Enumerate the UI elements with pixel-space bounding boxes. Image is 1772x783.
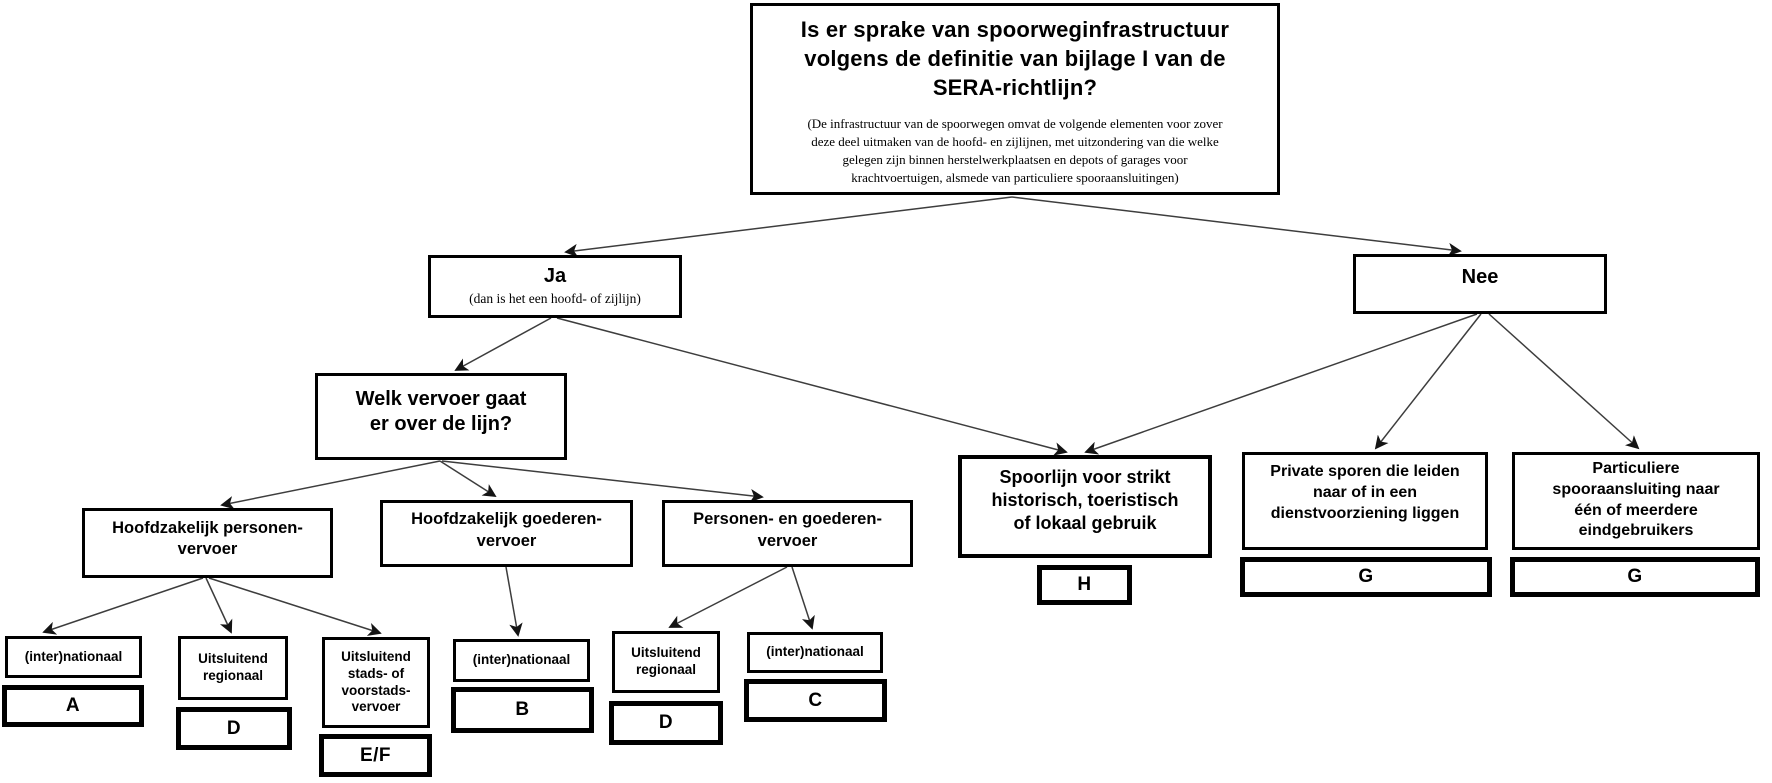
internationaal-c-title: (inter)nationaal bbox=[766, 644, 864, 660]
spoorlijn-historisch-title: Spoorlijn voor strikt historisch, toeris… bbox=[991, 467, 1179, 534]
particuliere-aansluiting-title: Particuliere spooraansluiting naar één o… bbox=[1552, 460, 1720, 540]
node-result-g2: G bbox=[1510, 557, 1760, 597]
node-result-c: C bbox=[744, 679, 887, 722]
node-question-root: Is er sprake van spoorweginfrastructuur … bbox=[750, 3, 1280, 195]
node-uitsluitend-regionaal-1: Uitsluitend regionaal bbox=[178, 636, 288, 700]
edge-nee-to-private-sporen bbox=[1374, 313, 1482, 450]
internationaal-b-title: (inter)nationaal bbox=[472, 652, 571, 668]
result-c-label: C bbox=[808, 689, 823, 711]
edge-root-to-ja bbox=[564, 196, 1013, 258]
edge-welk-to-personen-goederen bbox=[441, 460, 764, 503]
result-h-label: H bbox=[1077, 574, 1092, 595]
result-d1-label: D bbox=[226, 717, 242, 739]
question-root-title: Is er sprake van spoorweginfrastructuur … bbox=[800, 17, 1230, 101]
ja-title: Ja bbox=[543, 265, 567, 288]
result-b-label: B bbox=[515, 699, 530, 720]
node-result-ef: E/F bbox=[319, 734, 432, 777]
result-g1-label: G bbox=[1358, 566, 1374, 587]
result-ef-label: E/F bbox=[359, 744, 392, 766]
node-welk-vervoer: Welk vervoer gaat er over de lijn? bbox=[315, 373, 567, 460]
node-result-d2: D bbox=[609, 701, 723, 745]
node-result-g1: G bbox=[1240, 557, 1492, 597]
hoofdzakelijk-goederen-title: Hoofdzakelijk goederen- vervoer bbox=[411, 510, 602, 550]
ja-note: (dan is het een hoofd- of zijlijn) bbox=[469, 291, 641, 307]
result-g2-label: G bbox=[1627, 566, 1643, 587]
uitsluitend-regionaal-2-title: Uitsluitend regionaal bbox=[631, 645, 701, 677]
edge-welk-to-personen bbox=[220, 460, 441, 510]
edge-ja-to-spoorlijn-historisch bbox=[556, 317, 1068, 456]
result-d2-label: D bbox=[658, 712, 674, 733]
edge-personen-to-regionaal-d1 bbox=[205, 577, 233, 634]
node-uitsluitend-regionaal-2: Uitsluitend regionaal bbox=[612, 631, 720, 693]
edge-nee-to-particuliere-aansluiting bbox=[1488, 313, 1640, 450]
node-internationaal-c: (inter)nationaal bbox=[747, 632, 883, 673]
nee-title: Nee bbox=[1461, 265, 1499, 288]
edge-root-to-nee bbox=[1011, 196, 1462, 257]
node-stads-voorstads: Uitsluitend stads- of voorstads- vervoer bbox=[322, 637, 430, 728]
welk-vervoer-title: Welk vervoer gaat er over de lijn? bbox=[355, 387, 527, 435]
edge-personen-to-stads-voorstads bbox=[208, 577, 382, 636]
private-sporen-title: Private sporen die leiden naar of in een… bbox=[1270, 463, 1460, 522]
hoofdzakelijk-personen-title: Hoofdzakelijk personen- vervoer bbox=[112, 518, 303, 558]
node-internationaal-a: (inter)nationaal bbox=[5, 636, 142, 678]
node-private-sporen: Private sporen die leiden naar of in een… bbox=[1242, 452, 1488, 550]
node-personen-en-goederen: Personen- en goederen- vervoer bbox=[662, 500, 913, 567]
node-internationaal-b: (inter)nationaal bbox=[453, 639, 590, 682]
edge-nee-to-spoorlijn-historisch bbox=[1084, 313, 1478, 455]
node-hoofdzakelijk-personen: Hoofdzakelijk personen- vervoer bbox=[82, 508, 333, 578]
node-result-h: H bbox=[1037, 565, 1132, 605]
node-nee: Nee bbox=[1353, 254, 1607, 314]
personen-en-goederen-title: Personen- en goederen- vervoer bbox=[693, 510, 882, 550]
node-particuliere-aansluiting: Particuliere spooraansluiting naar één o… bbox=[1512, 452, 1760, 550]
node-spoorlijn-historisch: Spoorlijn voor strikt historisch, toeris… bbox=[958, 455, 1212, 558]
edge-personen-goederen-to-internationaal-c bbox=[791, 566, 815, 630]
internationaal-a-title: (inter)nationaal bbox=[24, 648, 123, 664]
node-result-a: A bbox=[2, 685, 144, 727]
edge-personen-goederen-to-regionaal-d2 bbox=[668, 566, 788, 628]
node-hoofdzakelijk-goederen: Hoofdzakelijk goederen- vervoer bbox=[380, 500, 633, 567]
stads-voorstads-title: Uitsluitend stads- of voorstads- vervoer bbox=[341, 648, 411, 715]
edge-welk-to-goederen bbox=[439, 460, 497, 498]
edge-goederen-to-internationaal-b bbox=[505, 566, 523, 637]
node-ja: Ja (dan is het een hoofd- of zijlijn) bbox=[428, 255, 682, 318]
result-a-label: A bbox=[65, 695, 81, 716]
node-result-d1: D bbox=[176, 707, 292, 750]
edge-ja-to-welk-vervoer bbox=[454, 317, 552, 371]
uitsluitend-regionaal-1-title: Uitsluitend regionaal bbox=[198, 651, 268, 683]
edge-personen-to-internationaal-a bbox=[42, 577, 204, 635]
question-root-note: (De infrastructuur van de spoorwegen omv… bbox=[807, 116, 1223, 185]
node-result-b: B bbox=[451, 687, 594, 733]
